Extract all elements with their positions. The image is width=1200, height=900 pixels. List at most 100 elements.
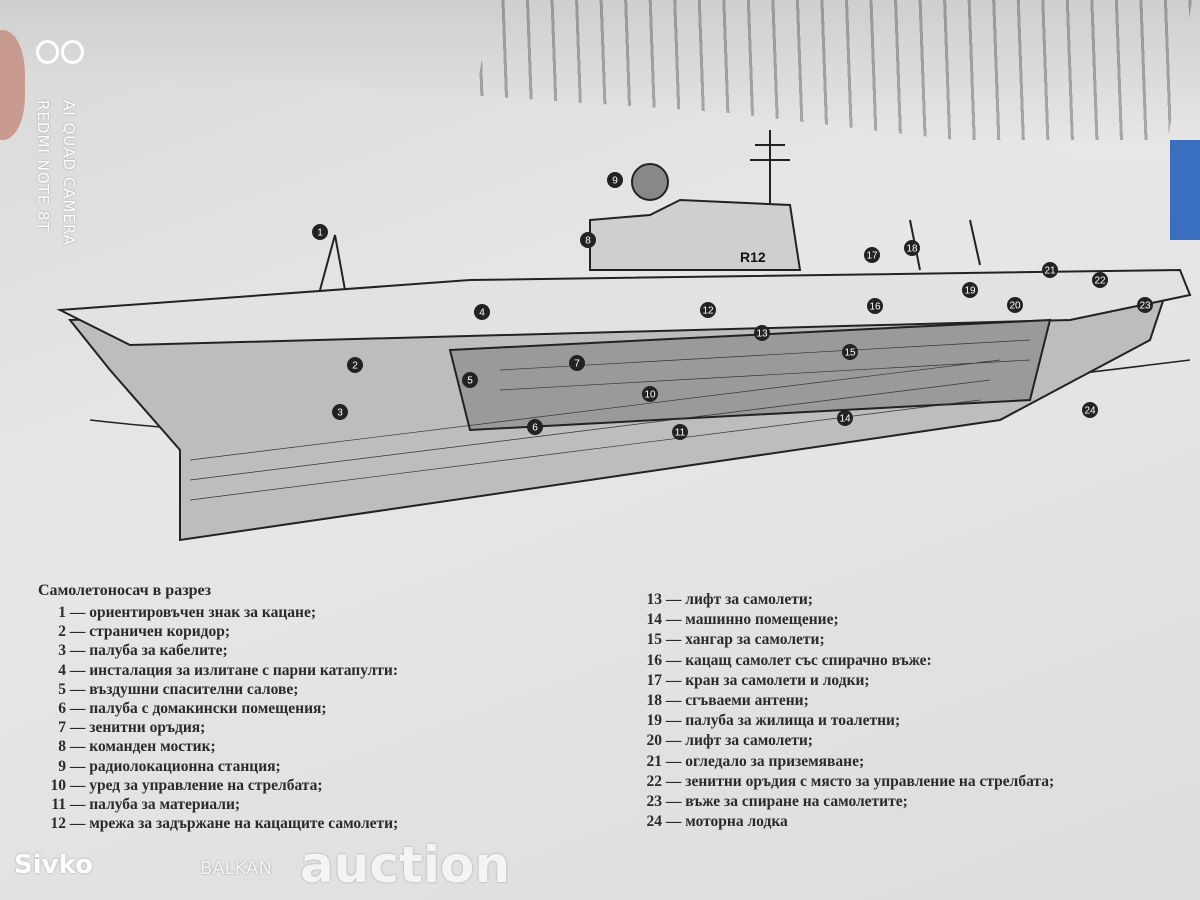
legend-item: 23 — въже за спиране на самолетите;: [640, 792, 1054, 812]
callout-marker: [1042, 262, 1058, 278]
callout-label: 15: [844, 348, 856, 359]
callout-marker: [962, 282, 978, 298]
legend-number: 21: [646, 752, 663, 770]
callout-label: 19: [964, 286, 976, 297]
legend-item: 16 — кацащ самолет със спирачно въже:: [640, 651, 1054, 671]
callout-label: 5: [467, 376, 473, 387]
legend-number: 14: [646, 611, 663, 629]
hull-marking: R12: [740, 249, 766, 265]
callout-marker: [347, 357, 363, 373]
callout-label: 1: [317, 228, 323, 239]
legend-number: 16: [646, 651, 663, 669]
legend-text: — уред за управление на стрелбата;: [69, 776, 323, 794]
callout-marker: [842, 344, 858, 360]
callout-label: 6: [532, 423, 538, 434]
legend-item: 14 — машинно помещение;: [640, 610, 1054, 630]
legend-text: — ориентировъчен знак за кацане;: [69, 604, 317, 621]
legend-number: 7: [58, 719, 66, 737]
callout-marker: [462, 372, 478, 388]
figure-caption: Самолетоносач в разрез: [38, 582, 212, 599]
legend-item: 2 — страничен коридор;: [44, 622, 398, 641]
legend-item: 21 — огледало за приземяване;: [640, 752, 1054, 772]
callout-label: 20: [1009, 301, 1021, 312]
legend-item: 6 — палуба с домакински помещения;: [44, 699, 398, 718]
antennas: [909, 219, 981, 271]
callout-marker: [1082, 402, 1098, 418]
facing-page-text: [467, 0, 1193, 140]
legend-text: — зенитни оръдия с място за управление н…: [665, 772, 1055, 790]
legend-number: 22: [646, 772, 663, 790]
callout-label: 24: [1084, 406, 1096, 417]
legend-text: — палуба с домакински помещения;: [69, 700, 327, 718]
callout-marker: [527, 419, 543, 435]
radar-dish: [631, 163, 669, 201]
legend-item: 24 — моторна лодка: [640, 812, 1054, 832]
legend-text: — кацащ самолет със спирачно въже:: [665, 651, 932, 669]
legend-number: 13: [646, 591, 663, 608]
callout-marker: [474, 304, 490, 320]
legend-item: 9 — радиолокационна станция;: [44, 757, 398, 776]
legend-item: 7 — зенитни оръдия;: [44, 718, 398, 737]
legend-number: 2: [58, 623, 66, 641]
legend-item: 20 — лифт за самолети;: [640, 731, 1054, 751]
callout-label: 23: [1139, 301, 1151, 312]
legend-number: 3: [58, 642, 66, 660]
legend-text: — палуба за материали;: [69, 796, 241, 814]
legend-item: 5 — въздушни спасителни салове;: [44, 680, 398, 699]
callout-label: 17: [866, 251, 878, 262]
legend-text: — инсталация за излитане с парни катапул…: [69, 661, 399, 679]
legend-item: 10 — уред за управление на стрелбата;: [44, 776, 398, 795]
legend-text: — въже за спиране на самолетите;: [665, 793, 908, 811]
legend-item: 8 — команден мостик;: [44, 737, 398, 756]
callout-label: 22: [1094, 276, 1106, 287]
legend-left: 1 — ориентировъчен знак за кацане;2 — ст…: [44, 603, 399, 833]
callout-marker: [312, 224, 328, 240]
callout-label: 12: [702, 306, 714, 317]
legend-number: 18: [646, 692, 663, 710]
legend-text: — палуба за кабелите;: [69, 642, 228, 660]
aircraft-carrier-illustration: R12 123456789101112131415161718192021222…: [56, 130, 1192, 542]
callout-label: 2: [352, 361, 358, 372]
legend-number: 20: [646, 732, 663, 750]
legend-number: 1: [58, 604, 66, 621]
callout-marker: [332, 404, 348, 420]
legend-item: 22 — зенитни оръдия с място за управлени…: [640, 772, 1055, 792]
callout-marker: [569, 355, 585, 371]
callout-marker: [1092, 272, 1108, 288]
camera-model-text: REDMI NOTE 8T: [34, 100, 52, 232]
callout-label: 11: [675, 428, 686, 439]
callout-marker: [1137, 297, 1153, 313]
legend-text: — машинно помещение;: [665, 611, 839, 629]
callout-label: 9: [612, 176, 618, 187]
legend-item: 3 — палуба за кабелите;: [44, 641, 398, 660]
crane: [319, 234, 346, 291]
legend-text: — лифт за самолети;: [665, 732, 813, 750]
legend-item: 15 — хангар за самолети;: [640, 630, 1054, 650]
background-object: [1170, 140, 1200, 240]
legend-item: 17 — кран за самолети и лодки;: [640, 671, 1054, 691]
callout-marker: [754, 325, 770, 341]
mast: [750, 130, 790, 205]
callout-label: 7: [574, 359, 580, 370]
callout-label: 18: [906, 244, 918, 255]
callout-marker: [700, 302, 716, 318]
callout-label: 13: [756, 329, 768, 340]
callout-marker: [642, 386, 658, 402]
legend-text: — мрежа за задържане на кацащите самолет…: [69, 815, 399, 833]
callout-marker: [864, 247, 880, 263]
callout-marker: [607, 172, 623, 188]
callout-marker: [580, 232, 596, 248]
legend-number: 15: [646, 631, 663, 649]
legend-text: — хангар за самолети;: [665, 631, 825, 649]
legend-text: — моторна лодка: [665, 813, 788, 831]
legend-text: — страничен коридор;: [69, 623, 230, 641]
legend-text: — въздушни спасителни салове;: [69, 680, 299, 698]
legend-number: 11: [51, 796, 66, 814]
legend-item: 13 — лифт за самолети;: [640, 590, 1054, 610]
callout-label: 8: [585, 236, 591, 247]
legend-number: 12: [50, 815, 67, 833]
island: [589, 198, 802, 271]
legend-number: 6: [58, 700, 66, 718]
callout-marker: [672, 424, 688, 440]
camera-type-text: AI QUAD CAMERA: [60, 100, 78, 247]
